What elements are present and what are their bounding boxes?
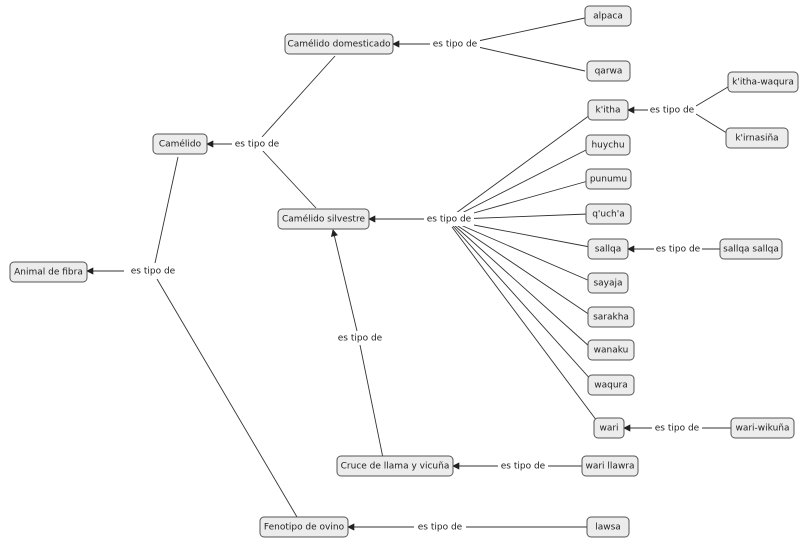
node-kitha[interactable]: k'itha xyxy=(587,99,629,121)
edge-wanaku-to-label xyxy=(453,224,591,348)
edge-domesticado-to-label xyxy=(261,55,336,138)
svg-text:Camélido: Camélido xyxy=(159,139,202,150)
node-animal-de-fibra[interactable]: Animal de fibra xyxy=(9,261,88,283)
node-camelido-domesticado[interactable]: Camélido domesticado xyxy=(284,33,394,55)
link-label-wari: es tipo de xyxy=(652,421,702,435)
svg-text:k'itha: k'itha xyxy=(596,106,621,116)
svg-text:sarakha: sarakha xyxy=(593,313,629,323)
edge-camelido-to-label xyxy=(154,156,179,264)
svg-text:lawsa: lawsa xyxy=(595,523,621,533)
edge-kitha-to-label xyxy=(451,114,591,217)
node-sallqa[interactable]: sallqa xyxy=(587,238,629,260)
edge-alpaca-to-label xyxy=(477,17,586,42)
svg-text:wanaku: wanaku xyxy=(594,346,629,356)
edge-qucha-to-label xyxy=(457,213,589,220)
svg-text:es tipo de: es tipo de xyxy=(131,267,176,277)
edge-cruce-to-label xyxy=(359,344,384,459)
link-label-fenotipo: es tipo de xyxy=(414,520,466,534)
link-label-kitha: es tipo de xyxy=(648,103,696,117)
node-camelido-silvestre[interactable]: Camélido silvestre xyxy=(277,208,370,230)
svg-text:sayaja: sayaja xyxy=(593,279,622,289)
edge-waqura-to-label xyxy=(452,225,594,383)
svg-text:k'itha-waqura: k'itha-waqura xyxy=(732,78,794,88)
nodes: Animal de fibra Camélido Camélido domest… xyxy=(9,5,799,538)
node-wari-wikuna[interactable]: wari-wikuña xyxy=(730,417,795,439)
svg-text:es tipo de: es tipo de xyxy=(427,215,472,225)
node-sallqa-sallqa[interactable]: sallqa sallqa xyxy=(719,238,783,260)
svg-text:sallqa sallqa: sallqa sallqa xyxy=(723,245,779,255)
edge-llama-to-label xyxy=(477,46,586,72)
node-kirnasina[interactable]: k'irnasiña xyxy=(725,127,789,149)
link-labels: es tipo de es tipo de es tipo de es tipo… xyxy=(124,37,702,534)
edge-label-to-silvestre-up xyxy=(330,229,358,332)
edge-kirnasina-to-label xyxy=(695,113,731,136)
node-kitha-waqura[interactable]: k'itha-waqura xyxy=(727,71,799,93)
svg-text:huychu: huychu xyxy=(591,141,624,151)
edges xyxy=(86,17,734,531)
node-wari[interactable]: wari xyxy=(593,417,625,439)
svg-text:qarwa: qarwa xyxy=(595,67,623,77)
svg-text:es tipo de: es tipo de xyxy=(650,106,695,116)
svg-text:punumu: punumu xyxy=(590,175,627,185)
svg-text:es tipo de: es tipo de xyxy=(338,334,383,344)
node-wari-llawra[interactable]: wari llawra xyxy=(581,455,639,477)
svg-text:es tipo de: es tipo de xyxy=(655,424,700,434)
svg-text:es tipo de: es tipo de xyxy=(501,462,546,472)
edge-punumu-to-label xyxy=(455,180,589,219)
node-alpaca[interactable]: alpaca xyxy=(584,5,632,27)
svg-text:Fenotipo de ovino: Fenotipo de ovino xyxy=(264,523,345,533)
link-label-cruce: es tipo de xyxy=(498,459,548,473)
node-lawsa[interactable]: lawsa xyxy=(586,516,630,538)
svg-text:es tipo de: es tipo de xyxy=(433,40,478,50)
edge-sayaja-to-label xyxy=(455,222,591,282)
svg-text:es tipo de: es tipo de xyxy=(418,523,463,533)
link-label-camelido: es tipo de xyxy=(232,137,282,151)
node-camelido[interactable]: Camélido xyxy=(152,133,208,155)
link-label-silvestre: es tipo de xyxy=(424,212,474,226)
node-waqura[interactable]: waqura xyxy=(587,374,635,396)
node-wanaku[interactable]: wanaku xyxy=(587,339,635,361)
link-label-sallqa: es tipo de xyxy=(654,242,702,256)
node-sarakha[interactable]: sarakha xyxy=(587,306,635,328)
edge-sarakha-to-label xyxy=(454,223,591,316)
svg-text:Cruce de llama y vicuña: Cruce de llama y vicuña xyxy=(341,462,450,472)
svg-text:Camélido silvestre: Camélido silvestre xyxy=(282,214,365,225)
svg-text:wari llawra: wari llawra xyxy=(585,462,634,472)
edge-huychu-to-label xyxy=(453,148,589,218)
link-label-cruce-silvestre: es tipo de xyxy=(335,331,385,345)
link-label-domesticado: es tipo de xyxy=(430,37,480,51)
svg-text:q'uch'a: q'uch'a xyxy=(592,210,625,220)
node-fenotipo-de-ovino[interactable]: Fenotipo de ovino xyxy=(259,516,349,538)
svg-text:wari-wikuña: wari-wikuña xyxy=(735,424,789,434)
svg-text:alpaca: alpaca xyxy=(593,12,623,22)
node-huychu[interactable]: huychu xyxy=(585,134,631,156)
node-qarwa[interactable]: qarwa xyxy=(586,60,631,82)
svg-text:Camélido domesticado: Camélido domesticado xyxy=(287,39,391,50)
svg-text:Animal de fibra: Animal de fibra xyxy=(14,268,83,278)
link-label-animal-fibra: es tipo de xyxy=(124,264,182,278)
svg-text:es tipo de: es tipo de xyxy=(656,245,701,255)
node-punumu[interactable]: punumu xyxy=(585,168,632,190)
node-sayaja[interactable]: sayaja xyxy=(587,272,629,294)
edge-silvestre-to-label xyxy=(261,149,317,209)
svg-text:k'irnasiña: k'irnasiña xyxy=(735,134,778,144)
svg-text:waqura: waqura xyxy=(594,381,628,391)
edge-sallqa-to-label xyxy=(457,221,591,248)
svg-text:wari: wari xyxy=(599,424,618,434)
edge-kitha-waqura-to-label xyxy=(695,83,734,107)
node-qucha[interactable]: q'uch'a xyxy=(585,203,632,225)
edge-wari-to-label xyxy=(451,226,598,422)
svg-text:sallqa: sallqa xyxy=(595,245,621,255)
node-cruce-llama-vicuna[interactable]: Cruce de llama y vicuña xyxy=(336,455,454,477)
edge-fenotipo-to-label xyxy=(156,278,298,518)
svg-text:es tipo de: es tipo de xyxy=(235,140,280,150)
